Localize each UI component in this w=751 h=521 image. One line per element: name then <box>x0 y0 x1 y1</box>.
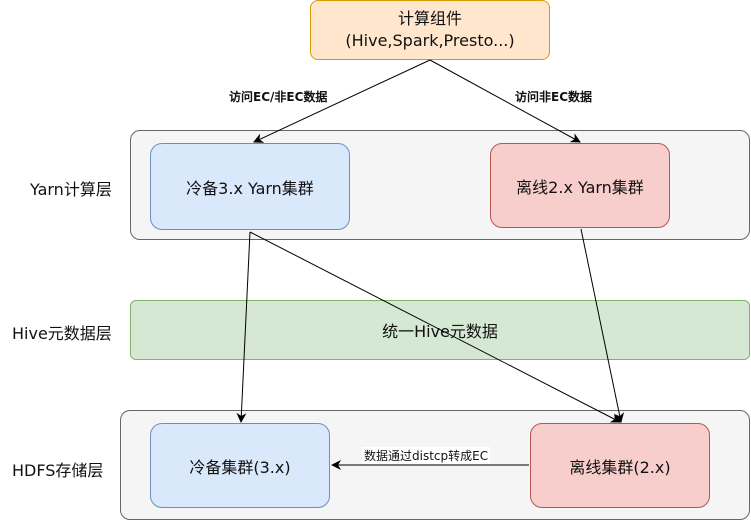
arrow-offline-yarn-to-offline-hdfs <box>580 228 625 423</box>
edge-label-non-ec-access: 访问非EC数据 <box>514 88 594 105</box>
hdfs-layer-label: HDFS存储层 <box>12 461 104 480</box>
arrow-cold-yarn-to-offline-hdfs <box>249 231 621 423</box>
compute-component-node: 计算组件 (Hive,Spark,Presto...) <box>310 0 550 60</box>
cold-hdfs-cluster-node: 冷备集群(3.x) <box>150 423 330 508</box>
offline-yarn-cluster-label: 离线2.x Yarn集群 <box>516 177 644 197</box>
hive-layer-label: Hive元数据层 <box>12 324 112 343</box>
cold-hdfs-cluster-label: 冷备集群(3.x) <box>189 457 291 477</box>
hive-metadata-label: 统一Hive元数据 <box>382 322 498 341</box>
offline-hdfs-cluster-label: 离线集群(2.x) <box>569 457 671 477</box>
edge-label-ec-access: 访问EC/非EC数据 <box>228 88 329 105</box>
edge-label-distcp: 数据通过distcp转成EC <box>362 447 491 464</box>
cold-yarn-cluster-node: 冷备3.x Yarn集群 <box>150 143 350 230</box>
yarn-layer-label: Yarn计算层 <box>30 180 112 199</box>
cold-yarn-cluster-label: 冷备3.x Yarn集群 <box>186 178 314 198</box>
offline-hdfs-cluster-node: 离线集群(2.x) <box>530 423 710 508</box>
arrow-compute-to-offline-yarn <box>429 59 581 143</box>
arrow-compute-to-cold-yarn <box>253 59 431 143</box>
arrow-cold-yarn-to-cold-hdfs <box>236 231 251 423</box>
offline-yarn-cluster-node: 离线2.x Yarn集群 <box>490 143 670 228</box>
compute-component-title: 计算组件 <box>397 9 462 28</box>
compute-component-subtitle: (Hive,Spark,Presto...) <box>345 31 515 50</box>
